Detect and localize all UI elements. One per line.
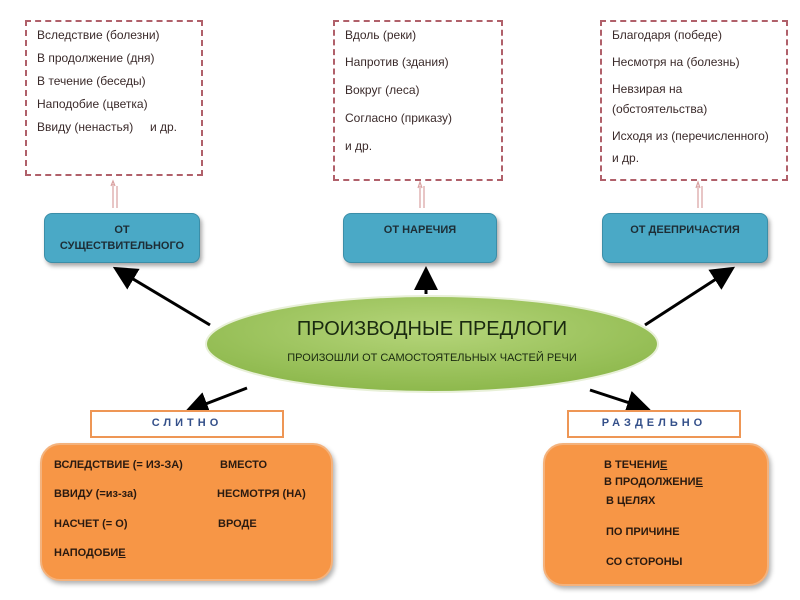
example: Несмотря на (болезнь) (612, 55, 740, 69)
separate-label: РАЗДЕЛЬНО (567, 410, 741, 438)
source-noun-line2: СУЩЕСТВИТЕЛЬНОГО (59, 240, 185, 252)
example: (обстоятельства) (612, 102, 708, 116)
arrow-to-together (184, 386, 248, 415)
source-noun-line1: ОТ (114, 224, 130, 236)
item: НАСЧЕТ (= О) (54, 518, 128, 530)
gerund-examples-box: Благодаря (победе) Несмотря на (болезнь)… (600, 20, 788, 181)
example: Вдоль (реки) (345, 28, 417, 42)
item: ВМЕСТО (220, 459, 268, 471)
source-gerund-box: ОТ ДЕЕПРИЧАСТИЯ (602, 213, 768, 263)
item: В ПРОДОЛЖЕНИЕ (604, 476, 703, 488)
example: Исходя из (перечисленного) (612, 129, 769, 143)
up-arrow-gerund (695, 180, 703, 208)
separate-box: В ТЕЧЕНИЕ В ПРОДОЛЖЕНИЕ В ЦЕЛЯХ ПО ПРИЧИ… (543, 443, 769, 586)
item: ВВИДУ (=из-за) (54, 488, 137, 500)
example: Вследствие (болезни) (37, 28, 160, 42)
item: НАПОДОБИЕ (54, 547, 126, 559)
example: Ввиду (ненастья) (37, 120, 134, 134)
item: НЕСМОТРЯ (НА) (217, 488, 306, 500)
center-subtitle: ПРОИЗОШЛИ ОТ САМОСТОЯТЕЛЬНЫХ ЧАСТЕЙ РЕЧИ (287, 352, 577, 364)
adverb-examples-box: Вдоль (реки) Напротив (здания) Вокруг (л… (333, 20, 503, 181)
together-box: ВСЛЕДСТВИЕ (= ИЗ-ЗА) ВВИДУ (=из-за) НАСЧ… (40, 443, 333, 581)
up-arrow-noun (110, 179, 118, 208)
example: В продолжение (дня) (37, 51, 155, 65)
together-label: СЛИТНО (90, 410, 284, 438)
arrow-to-noun (112, 266, 211, 327)
example: Согласно (приказу) (345, 111, 453, 125)
noun-examples-box: Вследствие (болезни) В продолжение (дня)… (25, 20, 203, 176)
item: В ТЕЧЕНИЕ (604, 459, 668, 471)
source-noun-box: ОТ СУЩЕСТВИТЕЛЬНОГО (44, 213, 200, 263)
example: В течение (беседы) (37, 74, 146, 88)
item: ПО ПРИЧИНЕ (606, 526, 680, 538)
up-arrow-adverb (417, 180, 425, 208)
source-adverb-box: ОТ НАРЕЧИЯ (343, 213, 497, 263)
example: Напротив (здания) (345, 55, 449, 69)
center-title: ПРОИЗВОДНЫЕ ПРЕДЛОГИ (296, 318, 568, 340)
small-up-arrows (110, 179, 703, 208)
example: и др. (149, 120, 177, 134)
item: ВРОДЕ (218, 518, 257, 530)
source-adverb-label: ОТ НАРЕЧИЯ (383, 224, 457, 236)
center-ellipse (205, 295, 659, 393)
example: Благодаря (победе) (612, 28, 722, 42)
arrow-to-gerund (644, 266, 736, 327)
source-gerund-label: ОТ ДЕЕПРИЧАСТИЯ (630, 224, 740, 236)
item: ВСЛЕДСТВИЕ (= ИЗ-ЗА) (54, 459, 183, 471)
example: и др. (345, 139, 373, 153)
example: Вокруг (леса) (345, 83, 420, 97)
example: Невзирая на (612, 82, 683, 96)
example: Наподобие (цветка) (37, 97, 148, 111)
example: и др. (612, 151, 640, 165)
item: В ЦЕЛЯХ (606, 495, 656, 507)
item: СО СТОРОНЫ (606, 556, 683, 568)
arrow-to-separate (589, 388, 651, 414)
